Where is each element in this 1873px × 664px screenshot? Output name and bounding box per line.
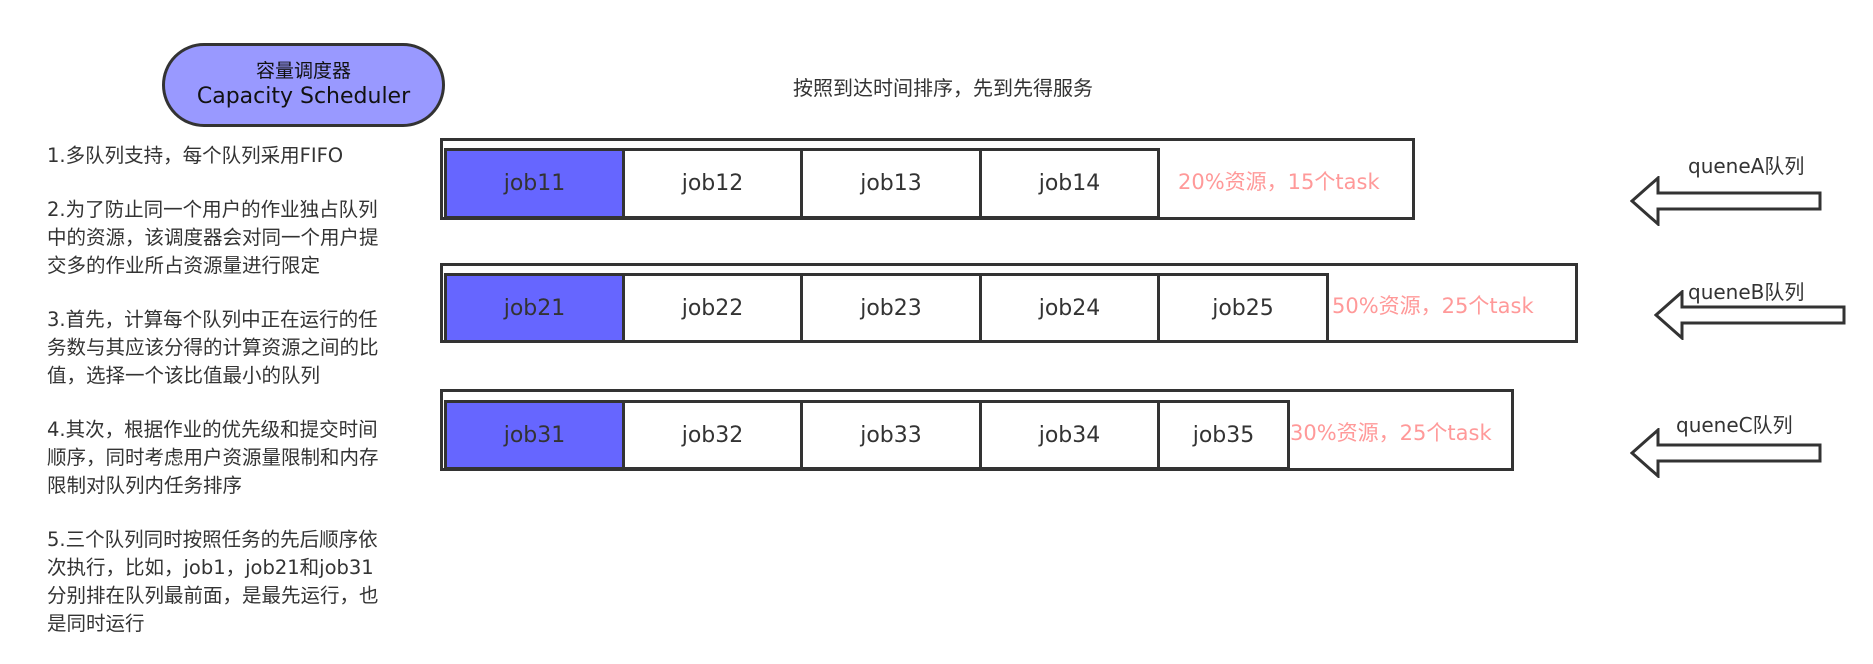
queue-c-resource: 30%资源，25个task <box>1290 421 1492 445</box>
queue-b-job-4: job24 <box>979 273 1160 343</box>
note-2: 2.为了防止同一个用户的作业独占队列 中的资源，该调度器会对同一个用户提 交多的… <box>47 198 379 277</box>
queue-c-job-1: job31 <box>444 400 625 470</box>
queue-a-job-3: job13 <box>800 148 982 219</box>
note-5: 5.三个队列同时按照任务的先后顺序依 次执行，比如，job1，job21和job… <box>47 528 379 635</box>
queue-b-job-1: job21 <box>444 273 625 343</box>
queue-c-label: queneC队列 <box>1676 413 1793 437</box>
note-3: 3.首先，计算每个队列中正在运行的任 务数与其应该分得的计算资源之间的比 值，选… <box>47 308 379 387</box>
queue-a-label: queneA队列 <box>1688 154 1805 178</box>
capacity-scheduler-title: 容量调度器 Capacity Scheduler <box>162 43 445 127</box>
note-1: 1.多队列支持，每个队列采用FIFO <box>47 144 344 167</box>
queue-a-resource: 20%资源，15个task <box>1178 170 1380 194</box>
queue-c-arrow-icon <box>1630 428 1822 478</box>
title-chinese: 容量调度器 <box>255 60 351 82</box>
queue-b-resource: 50%资源，25个task <box>1332 294 1534 318</box>
queue-c-job-4: job34 <box>979 400 1160 470</box>
queue-b-label: queneB队列 <box>1688 280 1805 304</box>
queue-b-job-5: job25 <box>1157 273 1329 343</box>
queue-c-job-3: job33 <box>800 400 982 470</box>
queue-b-job-3: job23 <box>800 273 982 343</box>
queue-a-job-1: job11 <box>444 148 625 219</box>
queue-a-arrow-icon <box>1630 176 1822 226</box>
queue-a-job-4: job14 <box>979 148 1160 219</box>
title-english: Capacity Scheduler <box>196 84 411 109</box>
queue-a-job-2: job12 <box>622 148 803 219</box>
queue-c-job-2: job32 <box>622 400 803 470</box>
note-4: 4.其次，根据作业的优先级和提交时间 顺序，同时考虑用户资源量限制和内存 限制对… <box>47 418 379 497</box>
feature-notes: 1.多队列支持，每个队列采用FIFO 2.为了防止同一个用户的作业独占队列 中的… <box>47 142 427 664</box>
queue-c-job-5: job35 <box>1157 400 1290 470</box>
ordering-caption: 按照到达时间排序，先到先得服务 <box>793 76 1093 100</box>
queue-b-arrow-icon <box>1654 290 1846 340</box>
queue-b-job-2: job22 <box>622 273 803 343</box>
